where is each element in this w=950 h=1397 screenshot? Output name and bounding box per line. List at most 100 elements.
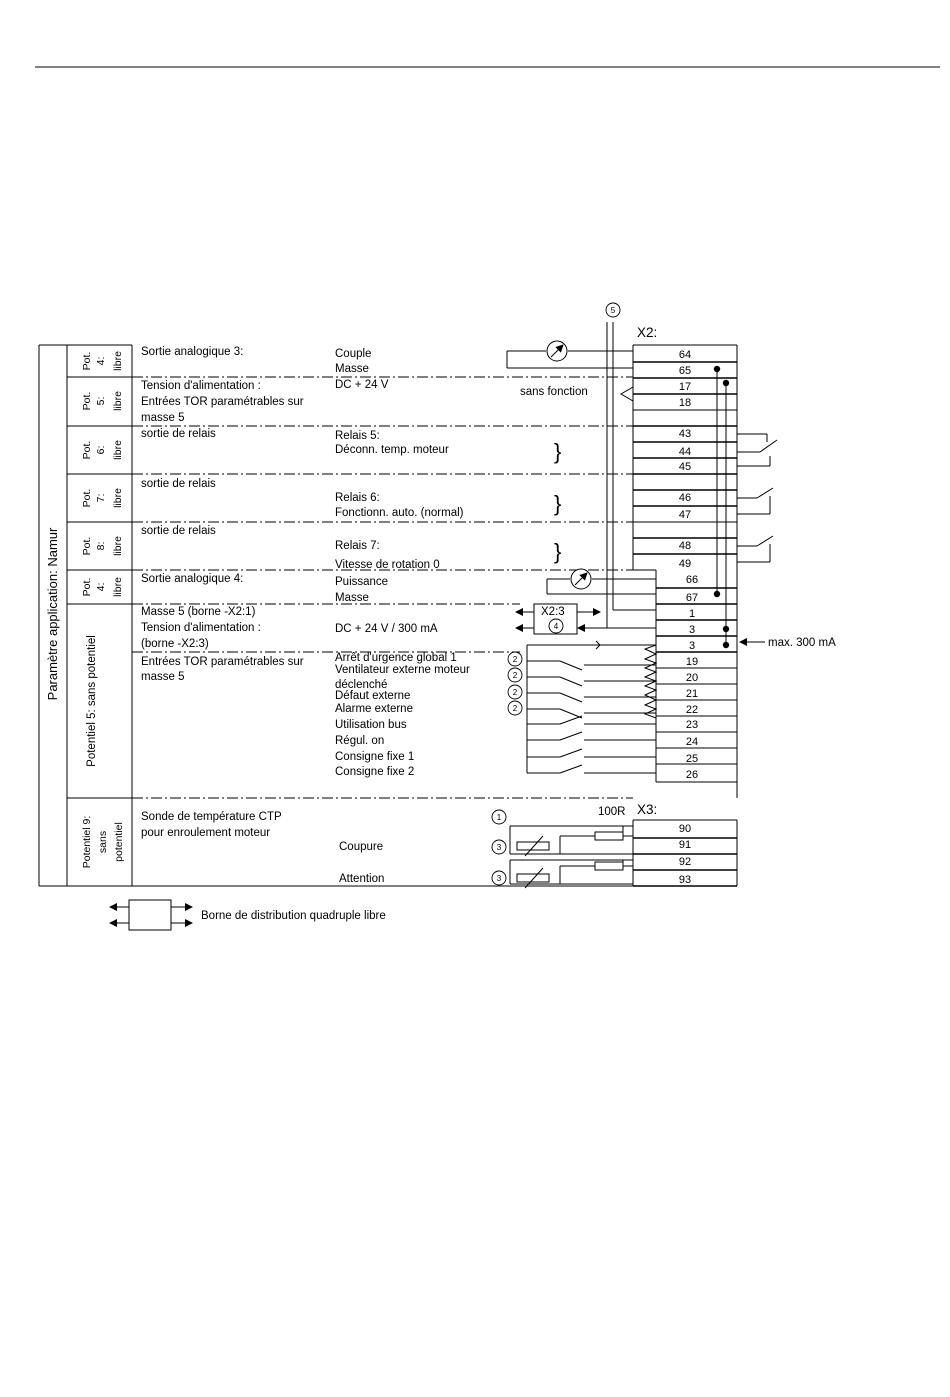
svg-text:1: 1 — [497, 813, 502, 822]
signal-label: Coupure — [339, 841, 383, 853]
terminal-number: 49 — [679, 558, 691, 570]
x2-3-label: X2:3 — [541, 606, 565, 618]
signal-label: DC + 24 V — [335, 379, 389, 391]
ptc-circuit-coupure — [509, 825, 633, 857]
section-separators — [132, 376, 633, 799]
svg-text:libre: libre — [112, 577, 124, 597]
terminal-number: 17 — [679, 381, 691, 393]
group-label-pot6: Pot. 6: libre — [81, 440, 124, 460]
svg-text:sans: sans — [97, 831, 109, 853]
function-label: Entrées TOR paramétrables sur — [141, 396, 304, 408]
signal-label: Ventilateur externe moteur — [335, 664, 470, 676]
max-current-note: max. 300 mA — [768, 637, 836, 649]
signal-label: Fonctionn. auto. (normal) — [335, 507, 464, 519]
svg-text:3: 3 — [497, 843, 502, 852]
terminal-number: 19 — [686, 656, 698, 668]
function-label: pour enroulement moteur — [141, 827, 270, 839]
signal-label: Relais 7: — [335, 540, 380, 552]
terminal-number: 25 — [686, 753, 698, 765]
x2-terminal-numbers: 64 65 17 18 43 44 45 46 47 48 49 66 67 1… — [679, 349, 698, 781]
callout-5: 5 — [605, 302, 621, 318]
legend-distribution-box-symbol — [109, 899, 193, 931]
analog-meter-puissance — [546, 568, 656, 595]
signal-label: Consigne fixe 1 — [335, 751, 414, 763]
function-label: Sortie analogique 3: — [141, 346, 243, 358]
svg-text:libre: libre — [112, 391, 124, 411]
x2-label: X2: — [637, 325, 657, 340]
function-label: Tension d'alimentation : — [141, 380, 261, 392]
group-label-pot5: Pot. 5: libre — [81, 391, 124, 411]
function-label: Tension d'alimentation : — [141, 622, 261, 634]
signal-label: DC + 24 V / 300 mA — [335, 623, 438, 635]
function-label: sortie de relais — [141, 525, 216, 537]
terminal-number: 43 — [679, 428, 691, 440]
svg-text:4: 4 — [554, 622, 559, 631]
terminal-number: 44 — [679, 446, 691, 458]
svg-text:Pot.: Pot. — [81, 352, 93, 371]
relay-brace: } — [554, 439, 561, 464]
x3-strip — [632, 819, 738, 887]
callout-2: 2 — [507, 651, 523, 667]
relay-6-contacts — [737, 487, 774, 515]
group-label-pot4-b: Pot. 4: libre — [81, 577, 124, 597]
signal-label: Vitesse de rotation 0 — [335, 559, 440, 571]
svg-text:2: 2 — [513, 688, 518, 697]
x3-label: X3: — [637, 802, 657, 817]
terminal-number: 21 — [686, 688, 698, 700]
signal-label: Puissance — [335, 576, 388, 588]
svg-text:libre: libre — [112, 351, 124, 371]
terminal-number: 23 — [686, 719, 698, 731]
signal-label: Régul. on — [335, 735, 384, 747]
relay-5-contacts — [737, 433, 778, 467]
signal-label: Masse — [335, 363, 369, 375]
callout-4: 4 — [548, 618, 564, 634]
function-label: sortie de relais — [141, 428, 216, 440]
terminal-number: 26 — [686, 769, 698, 781]
x3-terminal-numbers: 90 91 92 93 — [679, 823, 691, 886]
callout-2: 2 — [507, 700, 523, 716]
terminal-number: 3 — [689, 640, 695, 652]
left-frame — [38, 344, 633, 887]
svg-text:8:: 8: — [95, 542, 107, 551]
terminal-number: 64 — [679, 349, 691, 361]
ptc-circuit-attention — [509, 859, 633, 889]
svg-text:2: 2 — [513, 671, 518, 680]
svg-text:6:: 6: — [95, 446, 107, 455]
function-label: sortie de relais — [141, 478, 216, 490]
group-label-pot4-a: Pot. 4: libre — [81, 351, 124, 371]
signal-label: Couple — [335, 348, 371, 360]
terminal-number: 18 — [679, 397, 691, 409]
terminal-number: 48 — [679, 540, 691, 552]
terminal-number: 45 — [679, 461, 691, 473]
group-label-pot8: Pot. 8: libre — [81, 536, 124, 556]
svg-text:Pot.: Pot. — [81, 392, 93, 411]
signal-label: Déconn. temp. moteur — [335, 444, 449, 456]
function-label: Masse 5 (borne -X2:1) — [141, 606, 256, 618]
signal-column: Couple Masse DC + 24 V Relais 5: Déconn.… — [335, 348, 470, 885]
terminal-number: 65 — [679, 365, 691, 377]
terminal-number: 92 — [679, 856, 691, 868]
svg-text:libre: libre — [112, 488, 124, 508]
callout-1: 1 — [491, 809, 507, 825]
terminal-number: 22 — [686, 704, 698, 716]
signal-label: Alarme externe — [335, 703, 413, 715]
svg-text:Pot.: Pot. — [81, 441, 93, 460]
resistor-label: 100R — [598, 806, 626, 818]
terminal-number: 3 — [689, 624, 695, 636]
callout-2: 2 — [507, 684, 523, 700]
function-label: (borne -X2:3) — [141, 638, 209, 650]
signal-label: Attention — [339, 873, 384, 885]
terminal-number: 47 — [679, 509, 691, 521]
svg-text:libre: libre — [112, 536, 124, 556]
svg-text:Potentiel 9:: Potentiel 9: — [81, 816, 93, 869]
group-label-potentiel9: Potentiel 9: sans potentiel — [81, 816, 125, 869]
relay-brace: } — [554, 491, 561, 516]
x2-strip — [632, 344, 738, 798]
terminal-number: 24 — [686, 736, 698, 748]
svg-text:2: 2 — [513, 704, 518, 713]
svg-text:5:: 5: — [95, 397, 107, 406]
function-label: Sonde de température CTP — [141, 811, 282, 823]
svg-text:Pot.: Pot. — [81, 537, 93, 556]
svg-text:3: 3 — [497, 874, 502, 883]
